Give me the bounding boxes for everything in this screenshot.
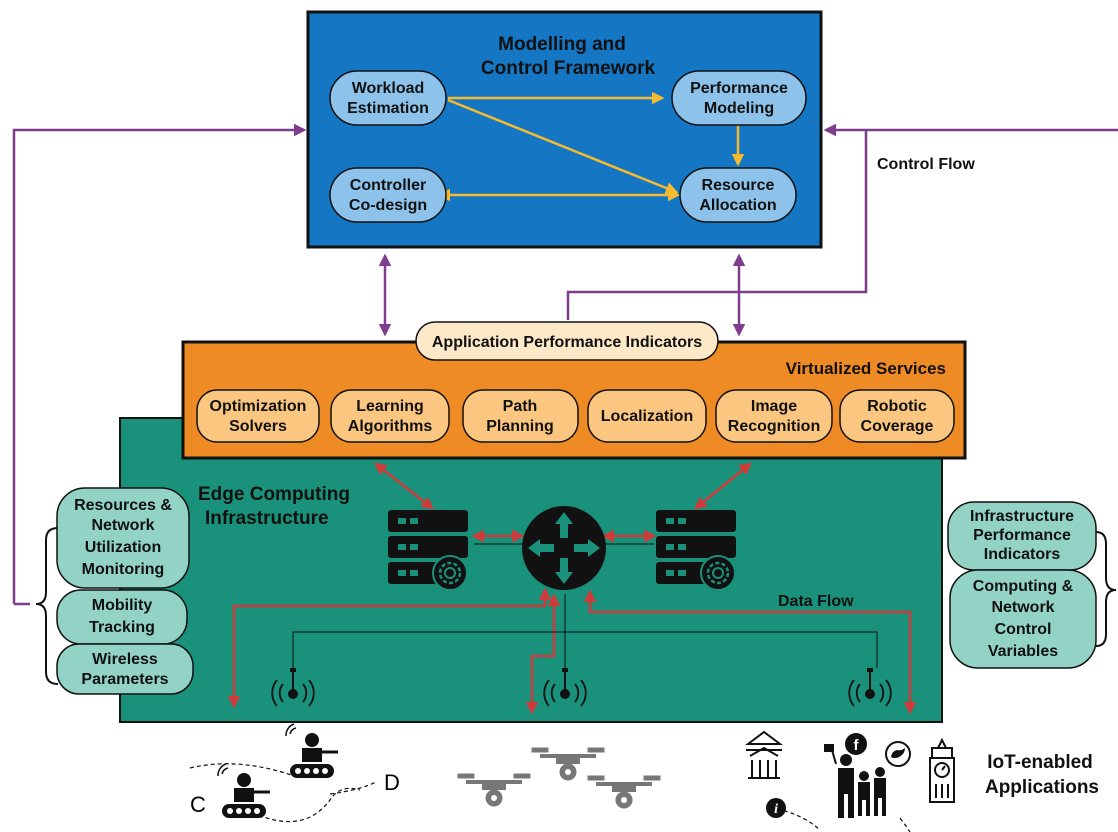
framework-node-performance: Performance Modeling: [671, 70, 807, 126]
service-optimization-solvers: Optimization Solvers: [196, 389, 320, 443]
svg-text:Computing &: Computing &: [973, 578, 1074, 595]
svg-text:Modeling: Modeling: [704, 100, 774, 117]
right-monitor-infrastructure: Infrastructure Performance Indicators: [947, 501, 1097, 571]
svg-text:Controller: Controller: [350, 177, 426, 194]
people-icon: [824, 744, 886, 818]
iot-dashed-path: [769, 807, 911, 832]
svg-text:Workload: Workload: [352, 80, 425, 97]
drone-icon: [457, 773, 531, 807]
clock-tower-icon: [929, 737, 955, 803]
svg-text:Infrastructure: Infrastructure: [970, 508, 1074, 525]
svg-text:Variables: Variables: [988, 643, 1058, 660]
left-monitor-resources: Resources & Network Utilization Monitori…: [56, 487, 190, 589]
gear-icon: [699, 554, 737, 592]
svg-text:Learning: Learning: [356, 398, 424, 415]
framework-title: Modelling and: [498, 34, 626, 55]
svg-text:i: i: [774, 802, 778, 817]
svg-text:Algorithms: Algorithms: [348, 418, 433, 435]
facebook-icon: f: [845, 733, 867, 755]
svg-text:Image: Image: [751, 398, 797, 415]
svg-text:f: f: [854, 737, 860, 754]
drone-icon: [531, 747, 605, 781]
antenna-icon: [271, 668, 315, 707]
svg-text:Localization: Localization: [601, 408, 693, 425]
service-image-recognition: Image Recognition: [715, 389, 833, 443]
framework-node-resource: Resource Allocation: [679, 167, 797, 223]
svg-text:Tracking: Tracking: [89, 619, 155, 636]
data-flow-label: Data Flow: [778, 593, 854, 610]
temple-icon: [745, 730, 783, 779]
gear-icon: [431, 554, 469, 592]
twitter-icon: [885, 741, 911, 767]
robot-label-c: C: [190, 792, 206, 817]
svg-text:Resource: Resource: [702, 177, 775, 194]
control-flow-lines: [12, 123, 1118, 606]
svg-text:Application Performance Indica: Application Performance Indicators: [432, 334, 702, 351]
robot-icon: [285, 723, 338, 778]
svg-text:Mobility: Mobility: [92, 597, 153, 614]
app-performance-indicators: Application Performance Indicators: [415, 321, 719, 361]
iot-title-line2: Applications: [985, 777, 1099, 798]
svg-text:Network: Network: [91, 517, 154, 534]
svg-text:Co-design: Co-design: [349, 197, 427, 214]
svg-text:Performance: Performance: [973, 527, 1071, 544]
drone-icon: [587, 775, 661, 809]
svg-text:Monitoring: Monitoring: [82, 561, 165, 578]
service-localization: Localization: [587, 389, 707, 443]
edge-title-line2: Infrastructure: [205, 508, 329, 529]
svg-text:Recognition: Recognition: [728, 418, 820, 435]
robot-path: [189, 763, 377, 823]
left-monitor-mobility: Mobility Tracking: [56, 589, 188, 645]
svg-text:Performance: Performance: [690, 80, 788, 97]
robot-icon: [217, 763, 270, 818]
svg-text:Robotic: Robotic: [867, 398, 927, 415]
svg-text:Solvers: Solvers: [229, 418, 287, 435]
svg-text:Optimization: Optimization: [210, 398, 307, 415]
server-icon: [388, 510, 469, 592]
robot-label-d: D: [384, 770, 400, 795]
svg-text:Control: Control: [995, 621, 1052, 638]
svg-text:Coverage: Coverage: [861, 418, 934, 435]
right-brace: [1095, 531, 1117, 647]
svg-text:Planning: Planning: [486, 418, 554, 435]
info-icon: i: [766, 798, 786, 818]
service-learning-algorithms: Learning Algorithms: [330, 389, 450, 443]
service-path-planning: Path Planning: [462, 389, 579, 443]
right-monitor-computing: Computing & Network Control Variables: [949, 569, 1097, 669]
svg-text:Wireless: Wireless: [92, 651, 158, 668]
svg-text:Indicators: Indicators: [984, 546, 1061, 563]
svg-text:Estimation: Estimation: [347, 100, 429, 117]
server-icon: [656, 510, 737, 592]
framework-title-line2: Control Framework: [481, 58, 656, 79]
control-flow-label: Control Flow: [877, 156, 975, 173]
framework-internal-arrows: [437, 91, 745, 202]
svg-text:Path: Path: [503, 398, 538, 415]
edge-title: Edge Computing: [198, 484, 350, 505]
left-monitor-wireless: Wireless Parameters: [56, 643, 194, 695]
router-icon: [522, 506, 606, 590]
virtualized-title: Virtualized Services: [786, 359, 946, 378]
antenna-wiring: [292, 543, 878, 668]
data-flow-lines: [227, 462, 917, 715]
antenna-icon: [543, 668, 587, 707]
framework-node-workload: Workload Estimation: [329, 70, 447, 126]
framework-node-controller: Controller Co-design: [329, 167, 447, 223]
svg-text:Resources &: Resources &: [74, 497, 172, 514]
left-brace: [35, 527, 59, 685]
svg-text:Utilization: Utilization: [85, 539, 161, 556]
service-robotic-coverage: Robotic Coverage: [839, 389, 955, 443]
svg-text:Allocation: Allocation: [699, 197, 776, 214]
iot-title: IoT-enabled: [987, 752, 1093, 773]
svg-text:Network: Network: [991, 599, 1054, 616]
svg-text:Parameters: Parameters: [81, 671, 168, 688]
antenna-icon: [848, 668, 892, 707]
